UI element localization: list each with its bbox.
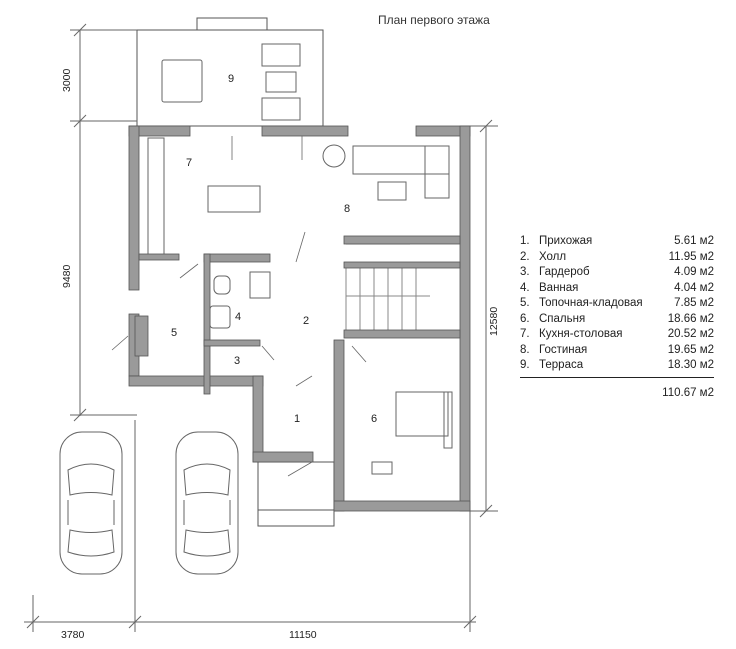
legend-area: 7.85 м2 [674, 297, 714, 309]
page-title: План первого этажа [378, 13, 490, 27]
room-label-8: 8 [344, 203, 350, 215]
room-label-3: 3 [234, 355, 240, 367]
legend-area: 18.66 м2 [667, 312, 714, 325]
room-label-9: 9 [228, 73, 234, 85]
legend-area: 11.95 м2 [668, 250, 714, 263]
legend-row: 6. Спальня 18.66 м2 [520, 312, 714, 328]
legend-row: 3. Гардероб 4.09 м2 [520, 265, 714, 281]
legend-num: 6. [520, 312, 530, 325]
legend-area: 5.61 м2 [674, 235, 714, 247]
legend-area: 18.30 м2 [667, 359, 714, 371]
dimension-bottom-main: 11150 [289, 629, 317, 641]
legend-row: 4. Ванная 4.04 м2 [520, 281, 714, 297]
legend-name: Топочная-кладовая [539, 297, 643, 309]
room-label-4: 4 [235, 311, 241, 323]
legend-num: 8. [520, 343, 530, 356]
legend-row: 8. Гостиная 19.65 м2 [520, 343, 714, 359]
legend-area: 19.65 м2 [667, 343, 714, 356]
room-label-2: 2 [303, 315, 309, 327]
legend-name: Холл [539, 250, 567, 263]
terrace-step [196, 17, 268, 31]
legend-num: 7. [520, 328, 530, 340]
legend-num: 1. [520, 235, 530, 247]
room-legend: 1. Прихожая 5.61 м2 2. Холл 11.95 м2 3. Гарде… [520, 234, 714, 374]
room-label-6: 6 [371, 413, 377, 425]
legend-name: Гостиная [539, 343, 588, 356]
dimension-left-main: 9480 [61, 264, 73, 288]
legend-area: 20.52 м2 [667, 328, 714, 340]
legend-row: 7. Кухня-столовая 20.52 м2 [520, 327, 714, 343]
legend-name: Прихожая [539, 235, 593, 247]
legend-num: 2. [520, 250, 530, 263]
staircase [345, 243, 430, 330]
legend-total: 110.67 м2 [662, 387, 714, 399]
legend-row: 1. Прихожая 5.61 м2 [520, 234, 714, 250]
legend-num: 5. [520, 297, 530, 309]
legend-num: 3. [520, 266, 530, 278]
room-label-5: 5 [171, 327, 177, 339]
legend-name: Кухня-столовая [539, 328, 623, 340]
legend-name: Спальня [539, 312, 586, 325]
legend-row: 2. Холл 11.95 м2 [520, 250, 714, 266]
legend-area: 4.09 м2 [674, 266, 714, 278]
dimension-left-top: 3000 [61, 68, 73, 92]
legend-num: 4. [520, 281, 530, 294]
legend-divider [520, 377, 714, 378]
legend-area: 4.04 м2 [674, 281, 714, 294]
furniture [147, 43, 453, 475]
dimension-bottom-left: 3780 [61, 629, 85, 641]
dimension-lines [24, 23, 498, 632]
legend-name: Ванная [539, 281, 579, 294]
room-label-7: 7 [186, 157, 192, 169]
legend-row: 9. Терраса 18.30 м2 [520, 358, 714, 374]
walls [128, 125, 471, 512]
car-right [175, 431, 239, 575]
legend-num: 9. [520, 359, 530, 371]
legend-row: 5. Топочная-кладовая 7.85 м2 [520, 296, 714, 312]
dimension-right: 12580 [488, 307, 500, 336]
car-left [59, 431, 123, 575]
legend-name: Гардероб [539, 266, 590, 278]
legend-name: Терраса [539, 359, 584, 371]
room-label-1: 1 [294, 413, 300, 425]
